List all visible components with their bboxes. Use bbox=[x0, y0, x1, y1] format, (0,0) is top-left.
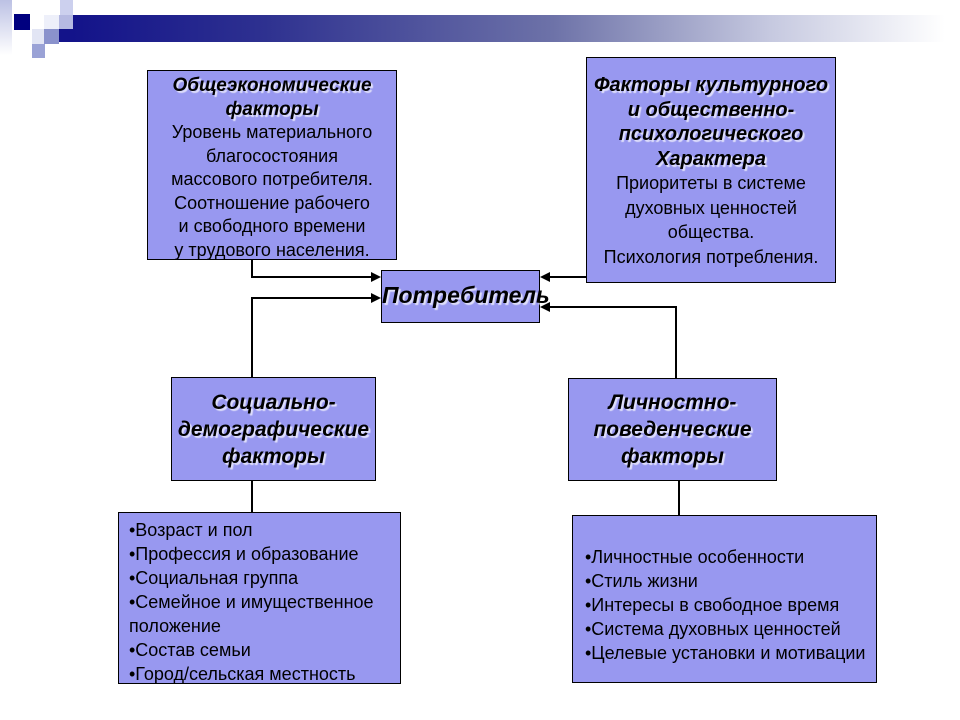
box-body: Уровень материального благосостояния мас… bbox=[171, 122, 373, 260]
list-item: •Состав семьи bbox=[129, 640, 251, 660]
header-navy-square bbox=[14, 14, 30, 30]
list-item: •Социальная группа bbox=[129, 568, 299, 588]
box-title: Потребитель bbox=[382, 282, 550, 308]
header-medium-square bbox=[32, 44, 45, 58]
connector-personal-to-consumer-vertical bbox=[675, 306, 677, 378]
list-item: •Целевые установки и мотивации bbox=[585, 643, 866, 663]
arrowhead-into-consumer-left-lower bbox=[371, 293, 381, 303]
box-socio-demographic-list: •Возраст и пол •Профессия и образование •С… bbox=[118, 512, 401, 684]
box-cultural-psychological-factors: Факторы культурного и общественно- психо… bbox=[586, 57, 836, 283]
box-title: Социально- демографические факторы bbox=[177, 391, 370, 468]
arrowhead-into-consumer-right-lower bbox=[540, 302, 550, 312]
connector-cultural-to-consumer-horizontal bbox=[550, 276, 586, 278]
box-consumer: Потребитель bbox=[381, 270, 550, 323]
list-item: •Личностные особенности bbox=[585, 547, 805, 567]
box-title: Общеэкономические факторы bbox=[172, 75, 372, 120]
arrowhead-into-consumer-right-upper bbox=[540, 272, 550, 282]
header-light-square-top bbox=[60, 0, 73, 15]
list-item: •Система духовных ценностей bbox=[585, 619, 841, 639]
connector-general-to-consumer-horizontal bbox=[251, 276, 373, 278]
header-left-gradient-strip bbox=[0, 0, 12, 58]
header-lavender-square bbox=[59, 15, 73, 29]
list-item: •Интересы в свободное время bbox=[585, 595, 840, 615]
box-title: Личностно- поведенческие факторы bbox=[593, 391, 752, 468]
arrowhead-into-consumer-left-upper bbox=[371, 272, 381, 282]
header-gradient-bar bbox=[73, 15, 945, 42]
header-slate-square bbox=[44, 29, 59, 44]
connector-personal-to-consumer-horizontal bbox=[550, 306, 677, 308]
header-bar-step bbox=[59, 29, 73, 42]
box-personal-behavioral-factors: Личностно- поведенческие факторы bbox=[568, 378, 777, 481]
box-body: Приоритеты в системе духовных ценностей … bbox=[603, 173, 819, 267]
connector-personal-to-list-vertical bbox=[678, 481, 680, 515]
list-item: •Семейное и имущественное положение bbox=[129, 592, 374, 636]
box-general-economic-factors: Общеэкономические факторы Уровень матери… bbox=[147, 70, 397, 260]
connector-socio-to-consumer-horizontal bbox=[251, 297, 373, 299]
list-item: •Профессия и образование bbox=[129, 544, 359, 564]
box-socio-demographic-factors: Социально- демографические факторы bbox=[171, 377, 376, 481]
box-title: Факторы культурного и общественно- психо… bbox=[593, 74, 829, 170]
list-item: •Возраст и пол bbox=[129, 520, 253, 540]
connector-socio-to-consumer-vertical bbox=[251, 297, 253, 377]
connector-socio-to-list-vertical bbox=[251, 481, 253, 512]
header-pale-square bbox=[32, 29, 44, 44]
box-personal-behavioral-list: •Личностные особенности •Стиль жизни •Инте… bbox=[572, 515, 877, 683]
connector-general-to-consumer-vertical bbox=[251, 260, 253, 277]
header-ghost-square bbox=[44, 15, 59, 29]
list-item: •Город/сельская местность bbox=[129, 664, 356, 684]
list-item: •Стиль жизни bbox=[585, 571, 698, 591]
